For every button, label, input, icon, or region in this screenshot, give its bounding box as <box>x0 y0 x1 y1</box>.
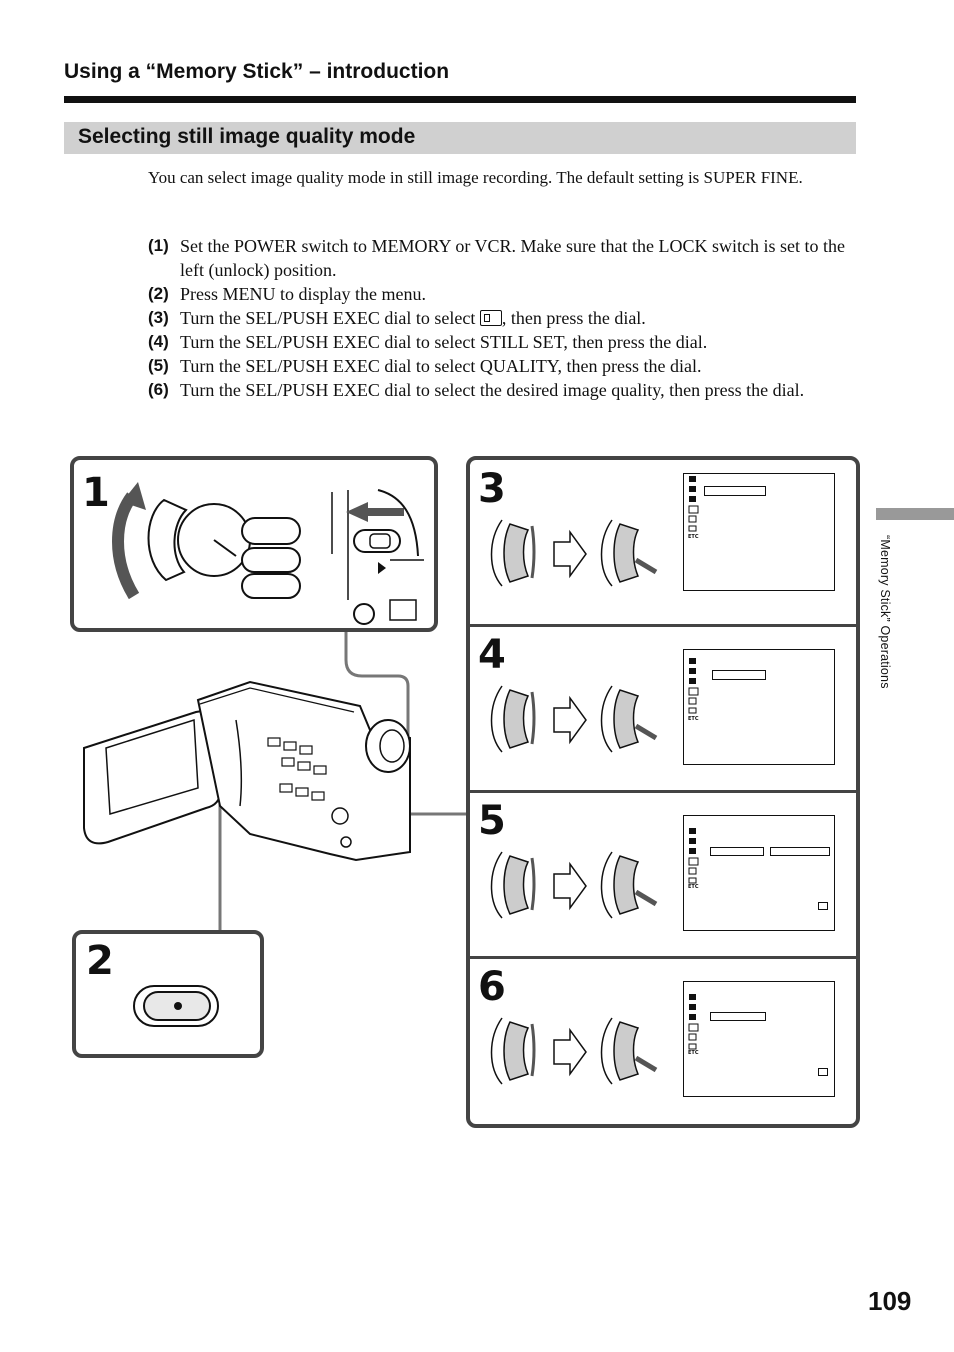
divider <box>470 624 856 627</box>
panel-number: 3 <box>478 466 506 512</box>
side-tab-label: “Memory Stick” Operations <box>872 535 894 745</box>
divider <box>470 790 856 793</box>
panel-1: 1 <box>70 456 438 632</box>
header-title: Using a “Memory Stick” – introduction <box>64 60 450 83</box>
divider <box>470 956 856 959</box>
menu-screen-icon: ETC <box>683 815 835 931</box>
menu-etc-label: ETC <box>688 1050 699 1056</box>
menu-screen-icon: ETC <box>683 649 835 765</box>
step-6: (6) Turn the SEL/PUSH EXEC dial to selec… <box>148 378 854 402</box>
step-text: Set the POWER switch to MEMORY or VCR. M… <box>180 236 845 280</box>
step-text: Turn the SEL/PUSH EXEC dial to select th… <box>180 380 805 400</box>
step-number: (4) <box>148 332 169 351</box>
section-title: Selecting still image quality mode <box>78 125 416 148</box>
step-number: (6) <box>148 380 169 399</box>
sel-push-exec-dial-icon <box>490 685 658 753</box>
page-number: 109 <box>868 1286 912 1316</box>
step-text-after: , then press the dial. <box>501 308 646 328</box>
side-tab-text: “Memory Stick” Operations <box>878 535 892 689</box>
step-text: Turn the SEL/PUSH EXEC dial to select ST… <box>180 332 708 352</box>
sel-push-exec-dial-icon <box>490 1017 658 1085</box>
panel-number: 6 <box>478 964 506 1010</box>
menu-etc-label: ETC <box>688 534 699 540</box>
step-number: (1) <box>148 236 169 255</box>
power-switch-icon <box>112 482 301 600</box>
panel-number: 1 <box>82 470 110 516</box>
step-1: (1) Set the POWER switch to MEMORY or VC… <box>148 234 854 282</box>
step-2: (2) Press MENU to display the menu. <box>148 282 854 306</box>
menu-button-icon <box>133 985 219 1027</box>
section-bar <box>64 122 856 154</box>
intro-paragraph: You can select image quality mode in sti… <box>148 168 803 187</box>
menu-screen-icon: ETC <box>683 981 835 1097</box>
sel-push-exec-dial-icon <box>490 851 658 919</box>
step-5: (5) Turn the SEL/PUSH EXEC dial to selec… <box>148 354 854 378</box>
side-tab-marker <box>876 508 954 520</box>
step-number: (3) <box>148 308 169 327</box>
panel-number: 4 <box>478 632 506 678</box>
camcorder-icon <box>83 632 466 930</box>
menu-etc-label: ETC <box>688 884 699 890</box>
menu-etc-label: ETC <box>688 716 699 722</box>
step-text-before: Turn the SEL/PUSH EXEC dial to select <box>180 308 480 328</box>
header-rule <box>64 96 856 103</box>
menu-screen-icon: ETC <box>683 473 835 591</box>
step-number: (2) <box>148 284 169 303</box>
camera-set-menu-icon <box>479 310 502 326</box>
step-4: (4) Turn the SEL/PUSH EXEC dial to selec… <box>148 330 854 354</box>
step-number: (5) <box>148 356 169 375</box>
panel-number: 5 <box>478 798 506 844</box>
lock-switch-icon <box>331 489 424 625</box>
panel-number: 2 <box>86 938 114 984</box>
panel-2: 2 <box>72 930 264 1058</box>
sel-push-exec-dial-icon <box>490 519 658 587</box>
step-3: (3) Turn the SEL/PUSH EXEC dial to selec… <box>148 306 854 330</box>
step-text: Press MENU to display the menu. <box>180 284 426 304</box>
step-text: Turn the SEL/PUSH EXEC dial to select QU… <box>180 356 702 376</box>
